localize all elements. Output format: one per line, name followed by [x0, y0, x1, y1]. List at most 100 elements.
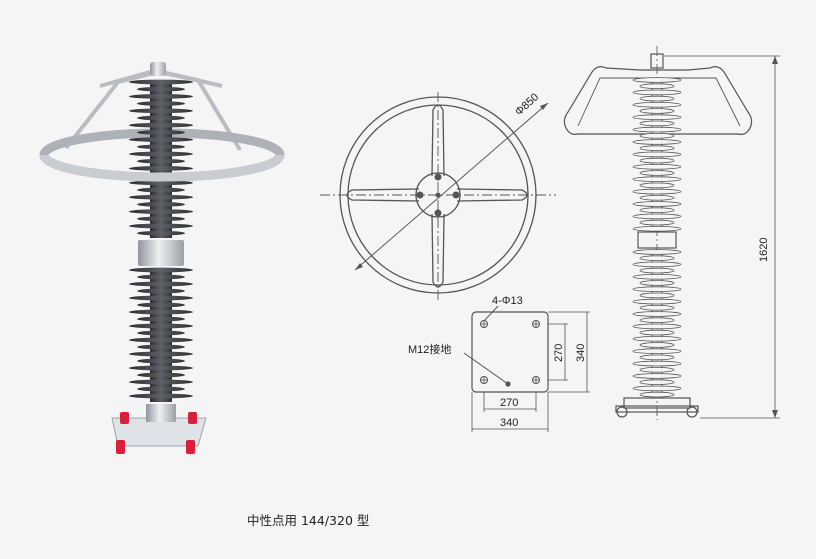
base-plate-outline — [471, 311, 549, 393]
insulator-shed — [137, 316, 185, 322]
insulator-shed — [632, 213, 682, 220]
insulator-shed — [137, 187, 185, 193]
insulator-shed — [639, 207, 675, 214]
insulator-shed — [129, 337, 193, 343]
insulator-shed — [632, 286, 682, 293]
insulator-shed — [632, 298, 682, 305]
insulator-shed — [632, 176, 682, 183]
insulator-shed — [137, 288, 185, 294]
insulator-shed — [639, 108, 675, 114]
insulator-shed — [129, 323, 193, 329]
insulator-shed — [639, 391, 675, 398]
insulator-shed — [632, 151, 682, 158]
insulator-shed — [639, 354, 675, 361]
base-height-label: 340 — [575, 344, 587, 362]
insulator-shed — [639, 133, 675, 139]
insulator-shed — [632, 360, 682, 367]
insulator-shed — [129, 281, 193, 287]
insulator-shed — [639, 182, 675, 189]
insulator-shed — [632, 77, 682, 83]
insulator-shed — [129, 108, 193, 114]
insulator-shed — [137, 302, 185, 308]
insulator-shed — [639, 280, 675, 286]
insulator-shed — [632, 385, 682, 392]
insulator-shed — [129, 122, 193, 128]
insulator-shed — [632, 348, 682, 355]
insulator-shed — [137, 230, 185, 236]
insulator-shed — [632, 261, 682, 268]
insulator-shed — [632, 114, 682, 120]
insulator-shed — [632, 139, 682, 145]
ground-bolt-label: M12接地 — [408, 343, 451, 356]
insulator-shed — [639, 366, 675, 373]
insulator-shed — [639, 329, 675, 336]
insulator-shed — [137, 386, 185, 392]
insulator-shed — [639, 95, 675, 102]
insulator-shed — [137, 330, 185, 336]
insulator-shed — [129, 223, 193, 229]
insulator-shed — [129, 151, 193, 157]
insulator-shed — [137, 216, 185, 222]
base-width-label: 340 — [500, 417, 518, 429]
insulator-shed — [129, 209, 193, 215]
top-cap — [150, 62, 166, 76]
insulator-shed — [639, 267, 675, 274]
elevation-ring — [563, 66, 753, 135]
insulator-shed — [137, 358, 185, 364]
insulator-shed — [129, 94, 193, 99]
mount-holes-label: 4-Φ13 — [492, 295, 523, 307]
insulator-shed — [639, 195, 675, 201]
insulator-shed — [632, 273, 682, 280]
insulator-shed — [639, 157, 675, 164]
insulator-shed — [137, 274, 185, 280]
insulator-shed — [129, 194, 193, 200]
insulator-shed — [632, 126, 682, 133]
base-bolts — [116, 412, 197, 454]
insulator-shed — [639, 255, 675, 262]
insulator-shed — [632, 335, 682, 342]
insulator-shed — [129, 166, 193, 171]
hole-pitch-v-label: 270 — [553, 344, 565, 362]
insulator-shed — [137, 144, 185, 150]
insulator-shed — [639, 219, 675, 226]
insulator-shed — [632, 164, 682, 170]
insulator-shed — [639, 170, 675, 176]
insulator-shed — [639, 120, 675, 127]
diameter-dim-line — [354, 102, 549, 271]
insulator-shed — [129, 393, 193, 399]
grading-ring-struts — [64, 70, 242, 152]
insulator-shed — [137, 202, 185, 207]
insulator-shed — [632, 226, 682, 232]
insulator-shed — [129, 295, 193, 301]
overall-height-label: 1620 — [758, 238, 770, 262]
elevation-shed-stack — [632, 77, 682, 399]
insulator-shed — [632, 188, 682, 195]
middle-flange — [138, 240, 184, 266]
insulator-shed — [129, 267, 193, 273]
insulator-shed — [632, 323, 682, 330]
insulator-shed — [129, 309, 193, 315]
upper-shed-stack — [129, 79, 193, 238]
insulator-shed — [137, 158, 185, 164]
insulator-shed — [129, 79, 193, 85]
diameter-label: Φ850 — [513, 91, 541, 118]
insulator-shed — [639, 342, 675, 348]
insulator-shed — [137, 86, 185, 92]
insulator-shed — [129, 365, 193, 371]
insulator-shed — [632, 201, 682, 207]
base-plate-drawing — [463, 305, 590, 432]
insulator-shed — [639, 292, 675, 299]
insulator-shed — [137, 101, 185, 106]
figure-caption: 中性点用 144/320 型 — [247, 513, 370, 528]
insulator-shed — [632, 89, 682, 96]
insulator-shed — [129, 379, 193, 385]
top-view-drawing — [320, 92, 556, 300]
insulator-shed — [632, 249, 682, 255]
insulator-shed — [632, 102, 682, 108]
insulator-shed — [137, 344, 185, 350]
insulator-shed — [137, 130, 185, 135]
insulator-shed — [639, 145, 675, 152]
insulator-shed — [129, 180, 193, 186]
insulator-shed — [639, 379, 675, 386]
